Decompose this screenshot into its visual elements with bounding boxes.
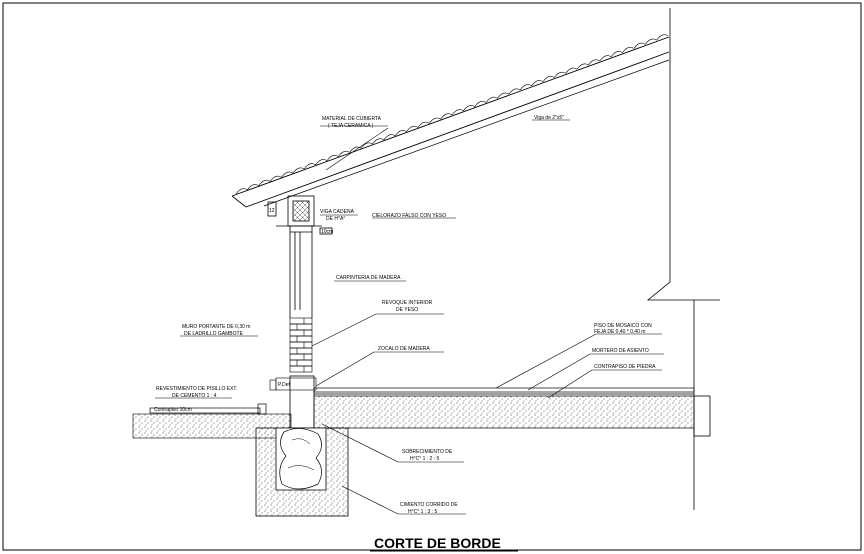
label-ceiling: CIELORAZO FALSO CON YESO [372,213,446,219]
label-foundation-sub: H°C° 1 : 3 : 5 [408,509,438,515]
roof-tile [417,121,430,128]
roof-tiles [235,34,669,195]
brick-course [289,329,313,337]
roof-tile [508,88,521,95]
label-mosaic-floor-sub: FEJA DE 0,40 * 0,40 m [594,329,645,335]
label-over-foundation-sub: H°C° 1 : 2 : 5 [410,456,440,462]
brick-course [289,359,313,367]
roof-tile [349,146,362,153]
roof-tile [258,179,271,186]
roof-tile [372,138,384,145]
label-mortar: MORTERO DE ASIENTO [592,348,649,354]
label-interior-plaster-sub: DE YESO [396,307,418,313]
leader-lines [155,119,664,515]
roof-tile [315,159,328,166]
roof-tile [531,80,544,87]
roof-tile [599,55,612,62]
roof-tile [303,163,316,170]
roof-tile [622,46,635,53]
roof-tile [406,125,419,132]
roof-tile [429,117,441,124]
roof-tile [610,51,623,57]
label-exterior-finish: REVESTIMIENTO DE PISILLO EXT. [156,386,237,392]
label-roof-material-sub: ( TEJA CERAMICA ) [328,123,374,129]
floor-layers [313,387,695,429]
roof-tile [269,175,282,182]
label-beam: Viga de 2"x5" [534,115,564,121]
label-roof-material: MATERIAL DE CUBIERTA [322,116,382,122]
label-over-foundation: SOBRECIMIENTO DE [402,449,453,455]
label-level: P.Def [278,382,290,388]
label-carpentry: CARPINTERIA DE MADERA [336,275,401,281]
label-subfloor: CONTRAPISO DE PIEDRA [594,364,656,370]
label-ring-beam-sub: DE H°A° [326,216,345,222]
roof-tile [383,134,396,141]
roof-tile [394,130,407,136]
label-dim-small: 12 [269,208,275,214]
roof-tile [485,96,498,103]
brick-course [289,353,313,361]
roof-tile [463,105,475,112]
brick-course [289,323,313,331]
roof [231,34,670,208]
brick-course [289,335,313,343]
roof-tile [292,167,305,174]
neighbor-wall [646,8,720,510]
roof-tile [542,76,555,82]
brick-course [289,341,313,349]
roof-tile [656,34,669,41]
roof-tile [247,184,259,191]
label-dim-10cm: 10cm [321,229,333,235]
roof-tile [338,150,350,157]
roof-tile [588,59,600,66]
label-bearing-wall: MURO PORTANTE DE 0,30 m [182,324,250,330]
brick-course [289,347,313,355]
roof-tile [554,71,566,78]
roof-tile [360,142,373,149]
label-bearing-wall-sub: DE LADRILLO GAMBOTE [184,331,244,337]
label-mosaic-floor: PISO DE MOSAICO CON [594,323,652,329]
brick-course [289,317,313,325]
over-foundation [289,375,315,429]
brick-wall [289,317,313,373]
label-baseboard: ZOCALO DE MADERA [378,346,430,352]
roof-tile [326,155,339,161]
roof-tile [281,171,294,178]
brick-course [289,365,313,373]
roof-tile [451,109,464,116]
foundation [255,427,349,517]
label-sidewalk: Contrapiso 10cm [154,407,192,413]
label-exterior-finish-sub: DE CEMENTO 1 : 4 [172,393,217,399]
roof-tile [576,63,589,70]
ring-beam [267,195,333,235]
bearing-wall [289,226,313,318]
roof-tile [474,100,487,107]
roof-tile [633,42,646,49]
drawing-title: CORTE DE BORDE [374,535,501,551]
label-foundation: CIMIENTO CORRIDO DE [400,502,458,508]
label-ring-beam: VIGA CADENA [320,209,355,215]
roof-tile [565,67,578,74]
roof-tile [440,113,453,120]
roof-tile [497,92,510,99]
label-interior-plaster: REVOQUE INTERIOR [382,300,433,306]
roof-tile [645,38,657,45]
roof-tile [235,188,248,195]
roof-tile [519,84,532,91]
